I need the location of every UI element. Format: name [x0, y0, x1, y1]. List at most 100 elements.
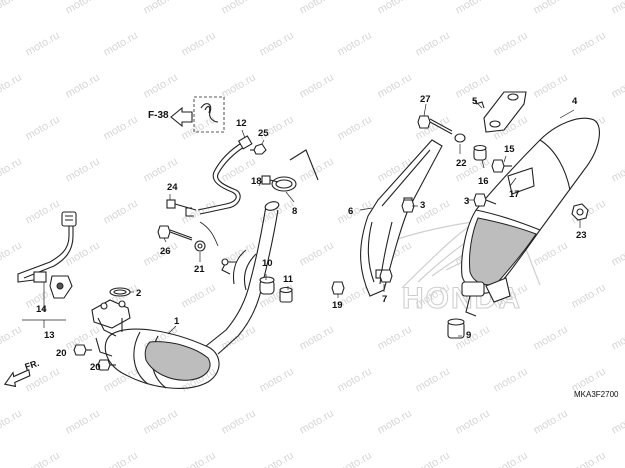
watermark-text: moto.ru	[220, 0, 258, 17]
watermark-text: moto.ru	[492, 30, 530, 59]
callout-1: 1	[174, 316, 180, 327]
sensor-wire	[185, 135, 253, 247]
watermark-text: moto.ru	[180, 114, 218, 143]
watermark-text: moto.ru	[492, 366, 530, 395]
callout-7: 7	[382, 294, 387, 305]
callout-27: 27	[420, 94, 431, 105]
watermark-text: moto.ru	[64, 0, 102, 17]
watermark-text: moto.ru	[0, 156, 24, 185]
watermark-text: moto.ru	[0, 0, 24, 17]
watermark-text: moto.ru	[298, 72, 336, 101]
callout-6: 6	[348, 206, 353, 217]
watermark-text: moto.ru	[298, 156, 336, 185]
watermark-text: moto.ru	[570, 30, 608, 59]
watermark-text: moto.ru	[298, 324, 336, 353]
muffler	[461, 117, 600, 317]
reference-arrow-icon	[170, 106, 193, 128]
watermark-text: moto.ru	[336, 30, 374, 59]
callout-9: 9	[466, 330, 471, 341]
watermark-text: moto.ru	[492, 450, 530, 468]
watermark-text: moto.ru	[610, 324, 625, 353]
bolt-27	[417, 115, 453, 135]
watermark-text: moto.ru	[298, 0, 336, 17]
watermark-text: moto.ru	[532, 0, 570, 17]
callout-10: 10	[262, 258, 273, 269]
watermark-text: moto.ru	[610, 0, 625, 17]
leader-lines	[22, 99, 581, 337]
front-direction-indicator: FR.	[3, 358, 40, 388]
callout-11: 11	[283, 274, 294, 285]
callout-8: 8	[292, 206, 297, 217]
watermark-text: moto.ru	[0, 408, 24, 437]
gasket	[109, 287, 131, 297]
watermark-text: moto.ru	[64, 156, 102, 185]
o2-sensor-assembly	[17, 211, 77, 299]
watermark-text: moto.ru	[24, 114, 62, 143]
watermark-text: moto.ru	[610, 156, 625, 185]
nut-23	[571, 203, 589, 221]
callout-3: 3	[420, 200, 425, 211]
callout-21: 21	[194, 264, 205, 275]
watermark-text: moto.ru	[570, 282, 608, 311]
watermark-text: moto.ru	[454, 408, 492, 437]
mount-bracket	[475, 91, 527, 133]
callout-20: 20	[56, 348, 67, 359]
watermark-text: moto.ru	[532, 240, 570, 269]
watermark-text: moto.ru	[376, 324, 414, 353]
watermark-text: moto.ru	[24, 450, 62, 468]
watermark-text: moto.ru	[64, 72, 102, 101]
callout-3: 3	[464, 196, 469, 207]
watermark-text: moto.ru	[180, 282, 218, 311]
watermark-text: moto.ru	[142, 408, 180, 437]
end-collar-9	[447, 318, 465, 339]
watermark-text: moto.ru	[180, 450, 218, 468]
bolt-19	[331, 281, 345, 295]
bolt-20-b	[97, 359, 116, 371]
watermark-text: moto.ru	[414, 450, 452, 468]
f38-reference: F-38	[148, 96, 225, 133]
watermark-text: moto.ru	[258, 366, 296, 395]
exhaust-pipe	[91, 201, 280, 389]
watermark-text: moto.ru	[220, 72, 258, 101]
watermark-text: moto.ru	[220, 324, 258, 353]
watermark-text: moto.ru	[336, 366, 374, 395]
watermark-text: moto.ru	[0, 240, 24, 269]
bolt-20-a	[73, 344, 92, 356]
callout-25: 25	[258, 128, 269, 139]
bolt-25	[250, 143, 267, 155]
callout-12: 12	[236, 118, 247, 129]
callout-13: 13	[44, 330, 55, 341]
watermark-text: moto.ru	[376, 72, 414, 101]
watermark-text: moto.ru	[258, 30, 296, 59]
watermark-text: moto.ru	[376, 0, 414, 17]
watermark-text: moto.ru	[610, 408, 625, 437]
watermark-text: moto.ru	[102, 450, 140, 468]
callout-2: 2	[136, 288, 141, 299]
collar-16	[473, 144, 487, 161]
watermark-text: moto.ru	[64, 408, 102, 437]
watermark-text: moto.ru	[414, 366, 452, 395]
callout-14: 14	[36, 304, 47, 315]
watermark-text: moto.ru	[258, 450, 296, 468]
watermark-text: moto.ru	[102, 30, 140, 59]
bolt-3-protector	[401, 199, 415, 213]
watermark-text: moto.ru	[64, 240, 102, 269]
bolt-26	[157, 225, 193, 241]
diagram-code: MKA3F2700	[574, 390, 619, 399]
callout-23: 23	[576, 230, 587, 241]
clamp-band-8	[271, 149, 319, 192]
rubber-10	[259, 276, 275, 295]
callout-4: 4	[572, 96, 578, 107]
callout-15: 15	[504, 144, 515, 155]
watermark-text: moto.ru	[298, 408, 336, 437]
watermark-text: moto.ru	[298, 240, 336, 269]
stud-bolt-24	[166, 199, 197, 211]
watermark-text: moto.ru	[610, 240, 625, 269]
watermark-text: moto.ru	[0, 72, 24, 101]
washer-22	[454, 133, 466, 143]
watermark-text: moto.ru	[142, 156, 180, 185]
callout-5: 5	[472, 96, 478, 107]
watermark-text: moto.ru	[532, 324, 570, 353]
